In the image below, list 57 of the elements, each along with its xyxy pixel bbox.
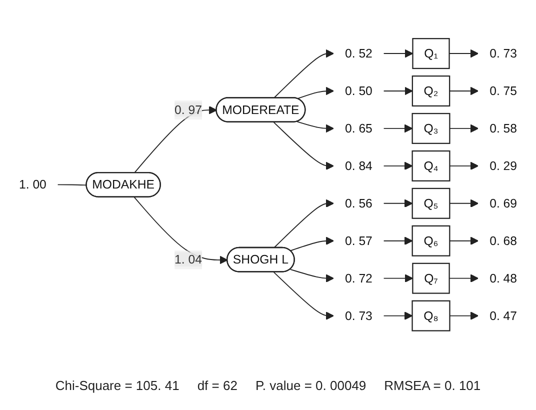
arrow xyxy=(449,162,479,170)
fit-statistic: RMSEA = 0. 101 xyxy=(384,378,481,393)
arrow xyxy=(383,200,413,208)
node-text: 1. 00 xyxy=(18,178,46,192)
arrow xyxy=(290,269,334,283)
arrow xyxy=(449,200,479,208)
node-text: 0. 75 xyxy=(490,84,518,98)
arrow xyxy=(296,87,334,100)
node-box: Q₄ xyxy=(412,150,450,182)
node-box: Q₆ xyxy=(412,226,450,257)
arrow xyxy=(448,274,479,283)
arrow xyxy=(273,122,334,170)
node-text: 0. 57 xyxy=(344,234,372,248)
arrow xyxy=(383,124,413,133)
node-text: 0. 65 xyxy=(344,121,372,136)
node-box: Q₅ xyxy=(412,188,450,220)
node-box: Q₇ xyxy=(412,263,450,294)
node-text: 0. 48 xyxy=(490,271,518,286)
arrow xyxy=(449,312,479,320)
node-text: 0. 69 xyxy=(490,196,518,211)
arrow xyxy=(449,87,479,96)
fit-statistic: df = 62 xyxy=(197,378,238,393)
fit-statistic: Chi-Square = 105. 41 xyxy=(55,378,180,393)
node-text: 0. 50 xyxy=(344,84,372,98)
node-text: 0. 73 xyxy=(490,46,518,61)
arrow xyxy=(448,50,479,58)
node-text: 0. 58 xyxy=(490,121,518,136)
fit-statistic: P. value = 0. 00049 xyxy=(255,378,366,393)
arrow xyxy=(273,272,334,320)
arrow xyxy=(449,124,479,133)
edge-label: 0. 97 xyxy=(174,102,202,117)
arrow xyxy=(290,237,334,252)
node-text: 0. 47 xyxy=(490,308,518,324)
node-text: 0. 73 xyxy=(344,308,372,324)
node-box: Q₂ xyxy=(412,76,450,107)
node-text: 0. 84 xyxy=(344,158,372,174)
arrow xyxy=(273,50,334,99)
node-text: 0. 68 xyxy=(490,234,518,248)
arrow xyxy=(383,50,414,58)
node-text: 0. 72 xyxy=(344,271,372,286)
arrow xyxy=(383,312,413,320)
node-text: 0. 29 xyxy=(490,158,518,174)
arrow xyxy=(383,87,413,96)
node-text: 0. 56 xyxy=(344,196,372,211)
arrow xyxy=(383,274,414,283)
arrow xyxy=(449,237,479,246)
node-box: Q₁ xyxy=(412,38,450,70)
node-text: 0. 52 xyxy=(344,46,372,61)
connector xyxy=(57,184,88,186)
node-box: Q₃ xyxy=(412,113,450,144)
arrow xyxy=(273,200,334,249)
arrow xyxy=(383,162,413,170)
arrow xyxy=(383,237,413,246)
arrow xyxy=(134,197,228,264)
node-box: Q₈ xyxy=(412,300,450,332)
edge-label: 1. 04 xyxy=(174,252,202,267)
arrow xyxy=(296,122,334,133)
